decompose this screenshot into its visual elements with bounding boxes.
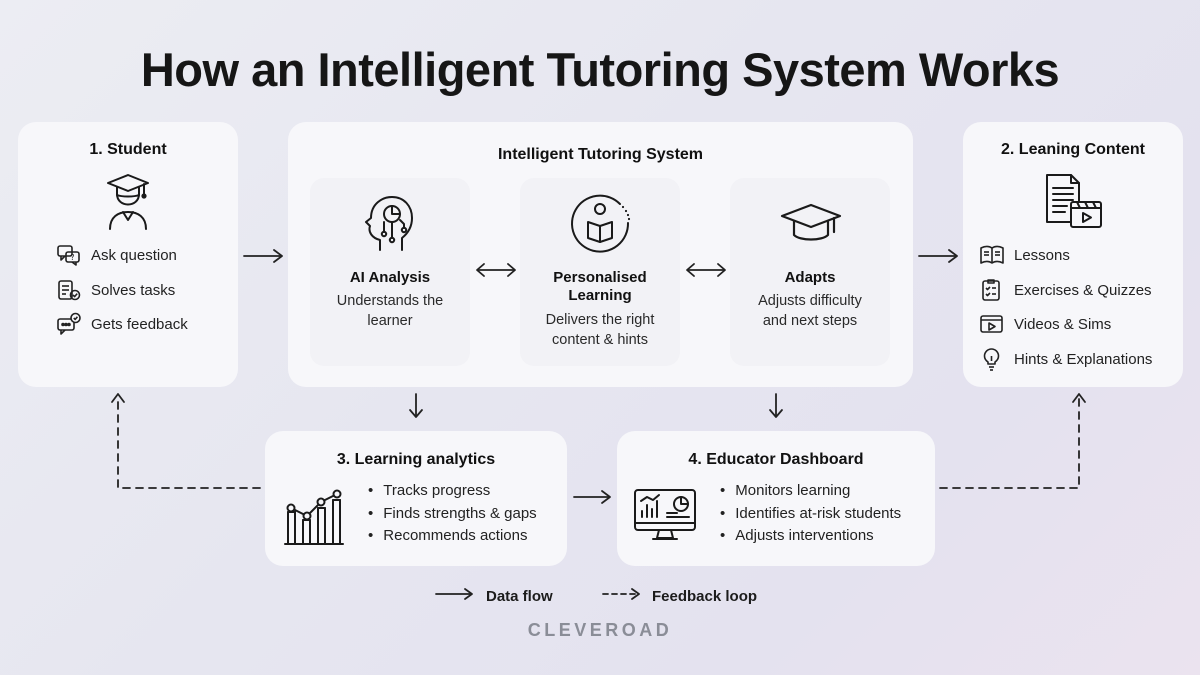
student-card: 1. Student ? Ask question bbox=[18, 122, 238, 387]
adapts-desc-line-1: Adjusts difficulty bbox=[758, 293, 862, 309]
student-card-title: 1. Student bbox=[89, 141, 167, 158]
personalised-adapts-bidirectional-arrow bbox=[686, 263, 726, 277]
ai-analysis-desc-line-2: learner bbox=[367, 313, 413, 329]
its-to-dashboard-arrow bbox=[769, 393, 783, 418]
analytics-bullet: Finds strengths & gaps bbox=[368, 503, 536, 526]
analytics-bullet-list: Tracks progress Finds strengths & gaps R… bbox=[368, 480, 537, 548]
content-item-label: Lessons bbox=[1014, 246, 1070, 264]
personal-learning-icon bbox=[570, 192, 632, 254]
student-item-label: Gets feedback bbox=[91, 315, 188, 333]
feedback-loop-student-arrowhead bbox=[111, 393, 125, 403]
page-title: How an Intelligent Tutoring System Works bbox=[140, 43, 1060, 96]
analytics-to-dashboard-arrow bbox=[573, 490, 611, 504]
educator-dashboard-card: 4. Educator Dashboard Monitors learning … bbox=[617, 431, 935, 566]
student-item-gets-feedback: Gets feedback bbox=[56, 312, 188, 336]
student-item-label: Ask question bbox=[91, 246, 177, 264]
content-item-label: Hints & Explanations bbox=[1014, 350, 1153, 368]
content-item-label: Videos & Sims bbox=[1014, 315, 1112, 333]
content-item-hints: Hints & Explanations bbox=[979, 347, 1152, 371]
adapts-module: Adapts Adjusts difficulty and next steps bbox=[730, 178, 890, 366]
dashboard-bullet: Monitors learning bbox=[720, 480, 901, 503]
question-chat-icon: ? bbox=[56, 243, 82, 267]
dashboard-monitor-icon bbox=[633, 487, 697, 543]
learning-content-card: 2. Leaning Content Lessons bbox=[963, 122, 1183, 387]
ai-analysis-desc-line-1: Understands the bbox=[336, 293, 444, 309]
learning-analytics-card: 3. Learning analytics Tracks progress Fi… bbox=[265, 431, 567, 566]
quiz-checklist-icon bbox=[979, 278, 1005, 302]
ai-analysis-module: AI Analysis Understands the learner bbox=[310, 178, 470, 366]
its-card-title: Intelligent Tutoring System bbox=[497, 146, 704, 163]
personalised-learning-desc-line-1: Delivers the right bbox=[545, 312, 655, 328]
lightbulb-icon bbox=[979, 347, 1005, 371]
learning-content-title: 2. Leaning Content bbox=[1001, 141, 1145, 158]
ai-brain-head-icon bbox=[362, 194, 418, 252]
feedback-loop-to-student-arrow bbox=[117, 397, 261, 489]
personalised-learning-title-line-1: Personalised bbox=[553, 269, 647, 286]
content-item-lessons: Lessons bbox=[979, 243, 1070, 267]
content-item-videos: Videos & Sims bbox=[979, 312, 1111, 336]
feedback-loop-content-arrowhead bbox=[1072, 393, 1086, 403]
content-item-exercises: Exercises & Quizzes bbox=[979, 278, 1152, 302]
its-to-content-arrow bbox=[918, 249, 958, 263]
personalised-learning-title-line-2: Learning bbox=[568, 287, 632, 304]
student-item-ask-question: ? Ask question bbox=[56, 243, 177, 267]
dashboard-bullet: Adjusts interventions bbox=[720, 525, 901, 548]
dashed-arrow-icon bbox=[601, 584, 641, 608]
book-icon bbox=[979, 243, 1005, 267]
analytics-bullet: Tracks progress bbox=[368, 480, 537, 503]
its-card: Intelligent Tutoring System AI Analysis … bbox=[288, 122, 913, 387]
analytics-chart-icon bbox=[283, 486, 345, 546]
adapts-desc-line-2: and next steps bbox=[762, 313, 858, 329]
content-document-icon bbox=[1045, 172, 1103, 230]
graduate-student-icon bbox=[104, 172, 152, 230]
learning-analytics-title: 3. Learning analytics bbox=[336, 451, 496, 468]
feedback-loop-to-content-arrow bbox=[939, 397, 1080, 489]
legend-data-flow: Data flow bbox=[434, 584, 553, 608]
legend-feedback-loop-label: Feedback loop bbox=[652, 587, 758, 605]
adapts-title: Adapts bbox=[784, 269, 836, 286]
content-item-label: Exercises & Quizzes bbox=[1014, 281, 1152, 299]
legend-feedback-loop: Feedback loop bbox=[601, 584, 757, 608]
video-play-icon bbox=[979, 312, 1005, 336]
its-to-analytics-arrow bbox=[409, 393, 423, 418]
educator-dashboard-title: 4. Educator Dashboard bbox=[688, 451, 864, 468]
legend-data-flow-label: Data flow bbox=[486, 587, 553, 605]
dashboard-bullet: Identifies at-risk students bbox=[720, 503, 901, 526]
ai-analysis-title: AI Analysis bbox=[349, 269, 431, 286]
svg-text:?: ? bbox=[70, 253, 74, 262]
student-item-solves-tasks: Solves tasks bbox=[56, 278, 175, 302]
ai-personalised-bidirectional-arrow bbox=[476, 263, 516, 277]
student-item-label: Solves tasks bbox=[91, 281, 176, 299]
personalised-learning-desc-line-2: content & hints bbox=[552, 332, 648, 348]
personalised-learning-module: Personalised Learning Delivers the right… bbox=[520, 178, 680, 366]
feedback-chat-icon bbox=[56, 312, 82, 336]
student-to-its-arrow bbox=[243, 249, 283, 263]
task-clipboard-icon bbox=[56, 278, 82, 302]
analytics-bullet: Recommends actions bbox=[368, 525, 537, 548]
dashboard-bullet-list: Monitors learning Identifies at-risk stu… bbox=[720, 480, 901, 548]
brand-logo-text: CLEVEROAD bbox=[527, 620, 673, 640]
solid-arrow-icon bbox=[434, 584, 474, 608]
graduation-cap-icon bbox=[780, 202, 842, 246]
